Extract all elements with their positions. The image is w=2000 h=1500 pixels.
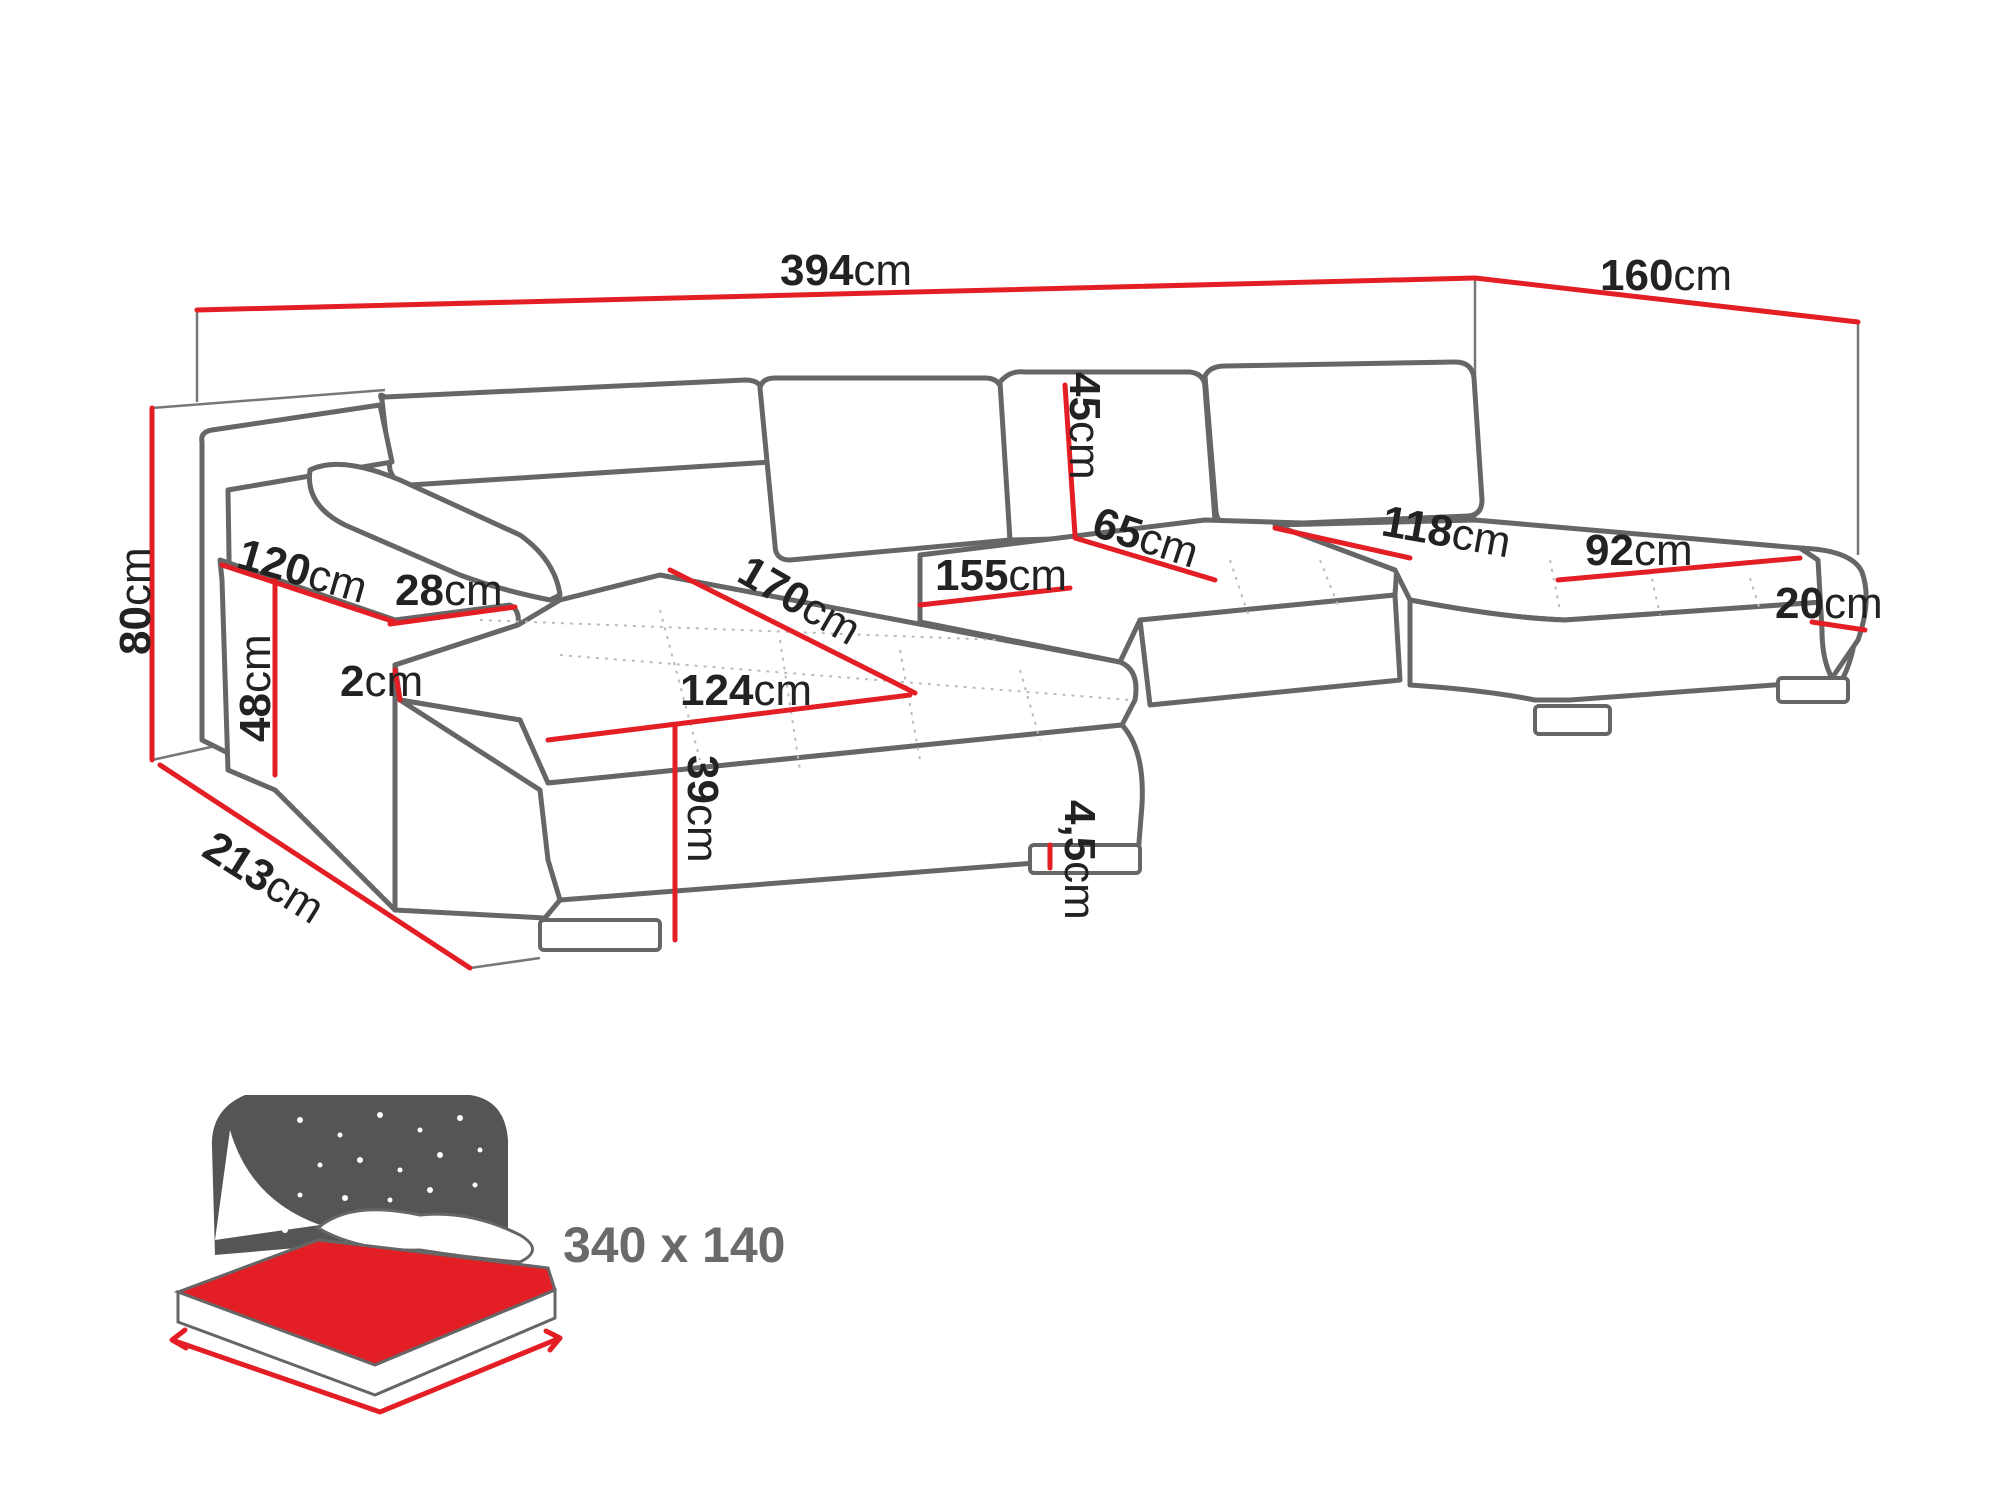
label-155: 155cm: [935, 551, 1067, 600]
label-118: 118cm: [1378, 497, 1514, 568]
dimline-65: [1072, 535, 1218, 583]
dimline-120: [219, 562, 398, 625]
mattress-side: [176, 1287, 557, 1397]
dimline-118: [1272, 525, 1413, 561]
bed-length-arrow: [169, 1327, 563, 1415]
label-28: 28cm: [395, 566, 503, 615]
dimline-45: [1062, 382, 1078, 538]
label-394: 394cm: [780, 246, 912, 295]
sofa-leg-2: [1028, 843, 1142, 875]
dimline-20: [1809, 619, 1868, 633]
dimline-170: [667, 567, 918, 696]
right-armrest: [1797, 545, 1869, 681]
label-92: 92cm: [1585, 526, 1693, 575]
label-39: 39cm: [678, 755, 727, 863]
dimline-213: [157, 762, 473, 971]
label-80: 80cm: [111, 547, 160, 655]
label-160: 160cm: [1600, 251, 1732, 300]
dimline-155: [917, 585, 1073, 608]
sofa-leg-4: [1776, 676, 1850, 704]
dimension-labels: 394cm 160cm 80cm 213cm 45cm 120cm 28cm 4…: [111, 246, 1883, 933]
sleeping-area-label: 340 x 140: [563, 1217, 785, 1273]
label-213: 213cm: [195, 822, 333, 934]
label-2: 2cm: [340, 657, 423, 706]
middle-seat-base: [1137, 592, 1403, 708]
dimline-92: [1555, 555, 1803, 583]
label-124: 124cm: [680, 666, 812, 715]
left-chaise-base: [392, 697, 1145, 921]
label-45: 45cm: [1060, 372, 1109, 480]
back-cushion-4: [1202, 359, 1485, 529]
sofa-outline: [199, 359, 1869, 952]
dimline-160: [1472, 275, 1861, 325]
sofa-leg-1: [538, 918, 662, 952]
label-4-5: 4,5cm: [1055, 800, 1104, 920]
sofa-leg-3: [1533, 704, 1612, 736]
dimension-lines: [149, 275, 1868, 971]
dimline-2: [392, 667, 403, 703]
dimline-124: [545, 692, 913, 743]
back-cushion-1: [378, 377, 773, 488]
label-20: 20cm: [1775, 579, 1883, 628]
dimline-394: [194, 275, 1478, 313]
stars: [252, 1112, 483, 1233]
back-cushion-2: [757, 375, 1013, 563]
bed-with-starry-night-icon: [169, 1095, 563, 1415]
dimline-28: [387, 604, 518, 627]
pillow: [306, 461, 563, 603]
label-48: 48cm: [231, 634, 280, 742]
